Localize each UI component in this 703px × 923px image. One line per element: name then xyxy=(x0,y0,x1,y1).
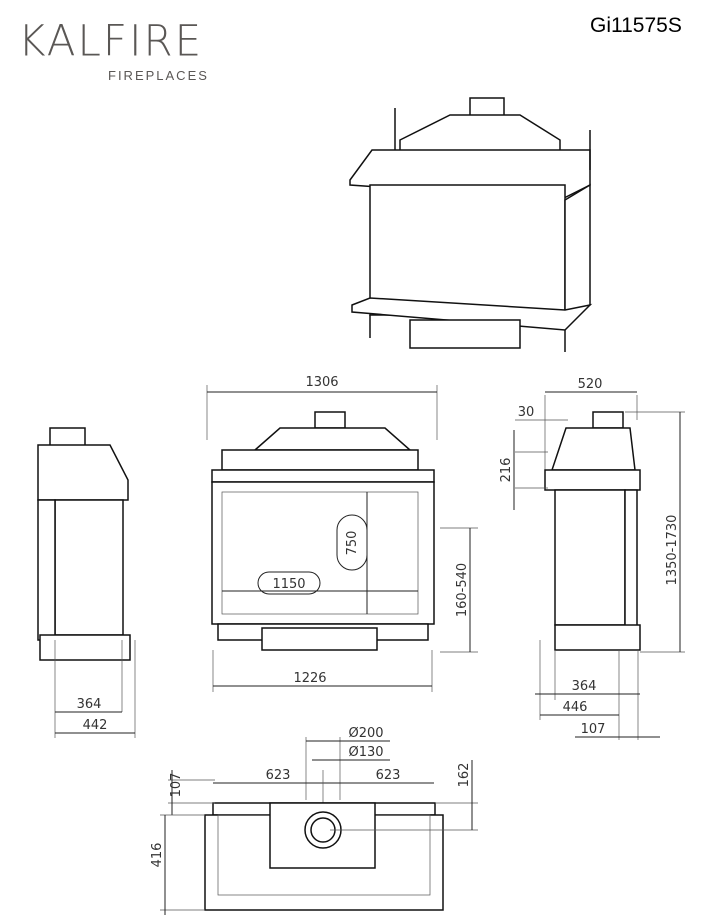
dim-left-364: 364 xyxy=(77,697,102,712)
dim-right-364: 364 xyxy=(572,679,597,694)
dim-front-1226: 1226 xyxy=(293,671,326,686)
dim-right-height: 1350-1730 xyxy=(665,515,680,586)
dim-top-162: 162 xyxy=(457,763,472,788)
left-side-view: 364 442 xyxy=(37,427,136,738)
dim-right-216: 216 xyxy=(499,458,514,483)
kalfire-logo: KALFIRE FIREPLACES xyxy=(18,15,207,83)
dim-glass-height: 750 xyxy=(345,531,360,556)
dim-top-623-right: 623 xyxy=(376,768,401,783)
dim-right-446: 446 xyxy=(563,700,588,715)
dim-right-107: 107 xyxy=(581,722,606,737)
dim-top-416: 416 xyxy=(150,843,165,868)
dim-top-623-left: 623 xyxy=(266,768,291,783)
top-view: Ø200 Ø130 623 623 107 416 162 xyxy=(150,726,478,915)
dim-glass-width: 1150 xyxy=(272,577,305,592)
dim-flue-200: Ø200 xyxy=(348,726,383,741)
right-side-view: 520 30 216 1350-1730 364 446 107 xyxy=(499,377,685,740)
dim-front-1306: 1306 xyxy=(305,375,338,390)
dim-right-30: 30 xyxy=(518,405,535,420)
dim-left-442: 442 xyxy=(83,718,108,733)
isometric-view xyxy=(349,97,593,352)
dim-base-height: 160-540 xyxy=(455,563,470,617)
front-view: 1306 750 1150 1226 160-540 xyxy=(206,375,478,692)
logo-brand: KALFIRE xyxy=(18,15,204,66)
dim-top-107: 107 xyxy=(169,773,184,798)
logo-tagline: FIREPLACES xyxy=(108,68,209,83)
model-number: Gi11575S xyxy=(590,14,682,37)
dim-flue-130: Ø130 xyxy=(348,745,383,760)
dim-right-520: 520 xyxy=(578,377,603,392)
